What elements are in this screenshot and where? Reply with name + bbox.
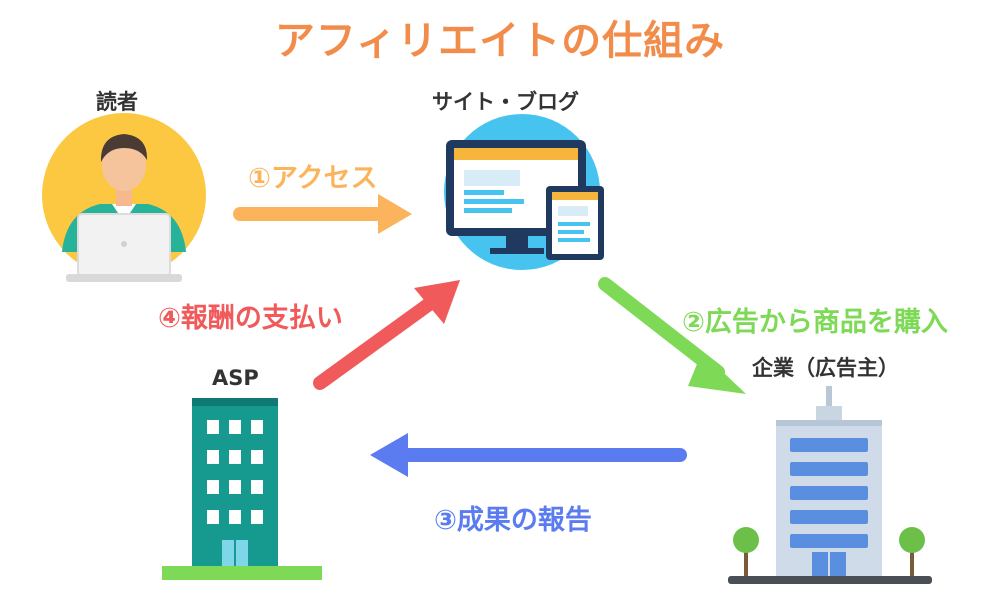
reader-label: 読者 <box>96 90 138 114</box>
reader-icon <box>42 113 206 282</box>
company-label: 企業（広告主） <box>752 356 899 380</box>
diagram-title: アフィリエイトの仕組み <box>274 18 726 64</box>
step-purchase-label: ②広告から商品を購入 <box>682 307 948 338</box>
arrow-access <box>233 194 412 234</box>
arrow-purchase <box>598 277 746 394</box>
company-building-icon <box>728 386 932 584</box>
step-access-label: ①アクセス <box>248 163 378 194</box>
step-payment-label: ④報酬の支払い <box>158 303 343 334</box>
asp-building-icon <box>162 398 322 580</box>
site-icon <box>444 114 604 270</box>
step-report-label: ③成果の報告 <box>434 505 592 536</box>
arrow-payment <box>313 280 460 390</box>
arrow-report <box>370 433 687 477</box>
site-label: サイト・ブログ <box>432 90 579 114</box>
asp-label: ASP <box>212 366 259 390</box>
